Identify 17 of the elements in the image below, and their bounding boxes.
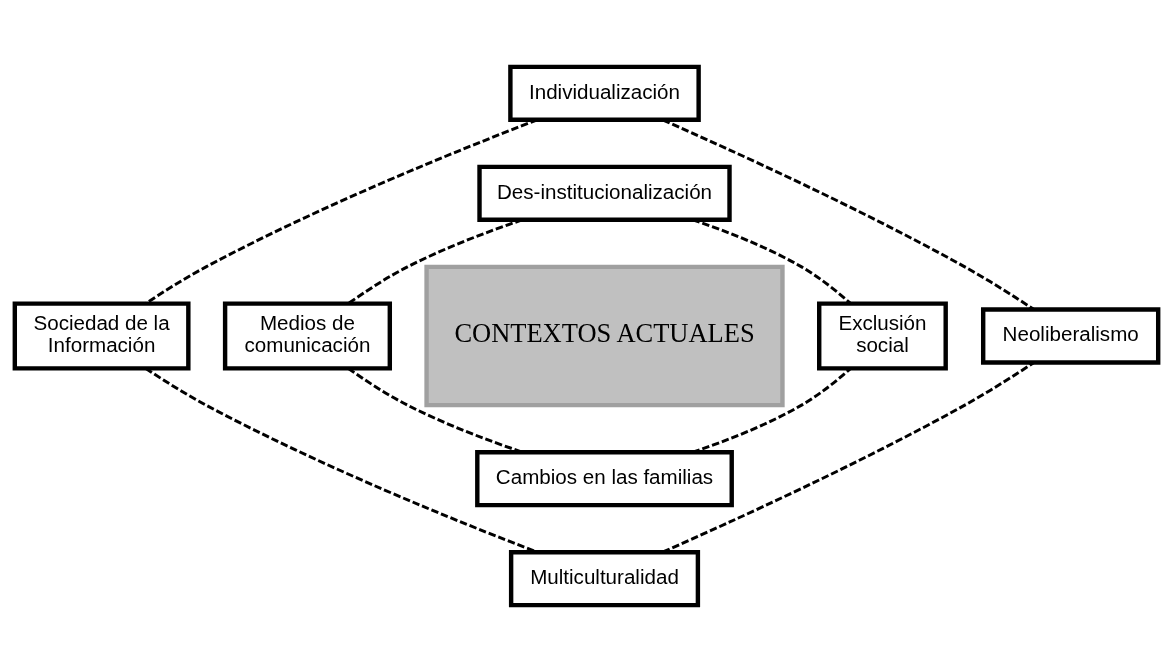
node-box: Neoliberalismo xyxy=(981,306,1161,365)
node-box: Exclusión social xyxy=(817,300,948,371)
node-box: CONTEXTOS ACTUALES xyxy=(424,264,785,407)
node-box: Sociedad de la Información xyxy=(12,300,191,371)
node-box: Medios de comunicación xyxy=(222,300,392,371)
node-box: Individualización xyxy=(508,64,701,122)
connector xyxy=(347,366,523,453)
connector xyxy=(692,217,852,305)
connector xyxy=(347,218,523,305)
connector xyxy=(662,118,1035,310)
connector xyxy=(145,117,538,305)
connector xyxy=(662,361,1035,553)
node-box: Des-institucionalización xyxy=(477,164,732,222)
node-box: Multiculturalidad xyxy=(508,549,701,607)
connector xyxy=(692,366,852,454)
connector xyxy=(145,366,538,554)
node-box: Cambios en las familias xyxy=(475,449,734,507)
